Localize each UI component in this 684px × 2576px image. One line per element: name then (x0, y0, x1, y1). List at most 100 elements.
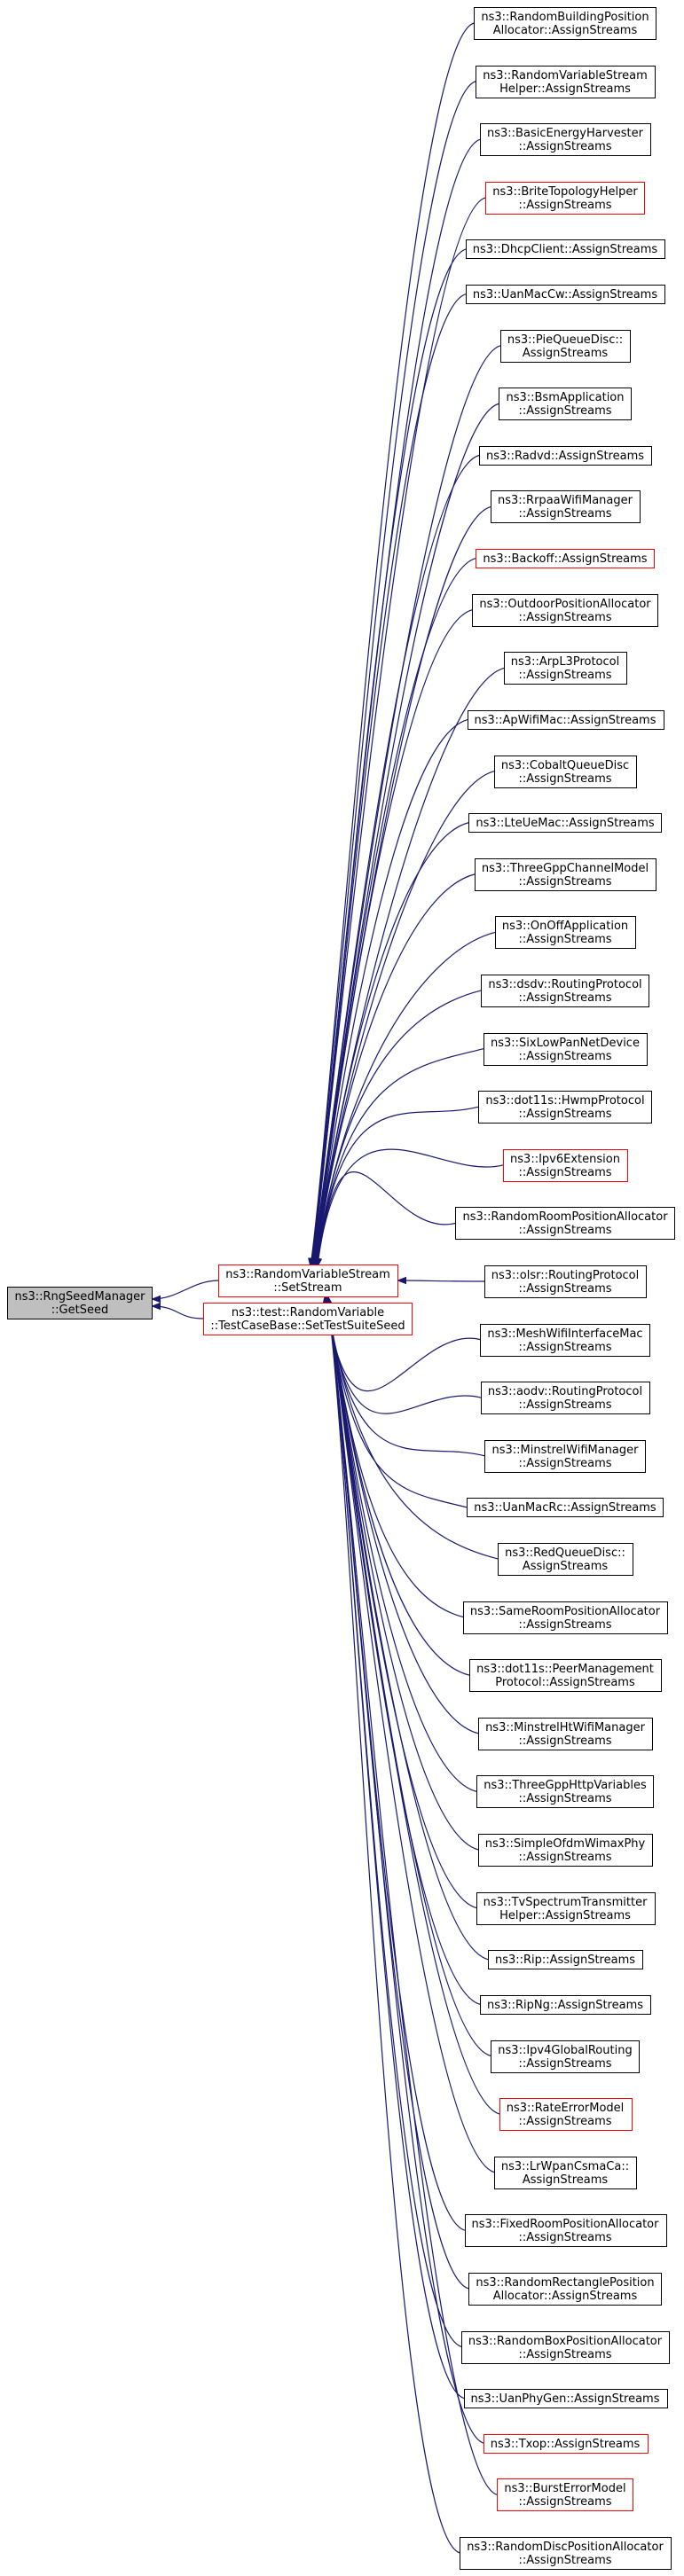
caller-node-ns3-meshwifiinterfacemac-assignstreams-box (480, 1324, 650, 1357)
caller-node-ns3-ipv6extension-assignstreams-box (503, 1149, 628, 1182)
caller-node-ns3-randomvariablestreamhelper-assignstreams-box (476, 66, 656, 98)
edge-caller-46-to-setstream-line (326, 1295, 460, 2554)
caller-node-ns3-simpleofdmwimaxphy-assignstreams[interactable]: ns3::SimpleOfdmWimaxPhy::AssignStreams (478, 1834, 653, 1867)
caller-node-ns3-ipv4globalrouting-assignstreams[interactable]: ns3::Ipv4GlobalRouting::AssignStreams (491, 2040, 640, 2073)
caller-node-ns3-lteuemac-assignstreams[interactable]: ns3::LteUeMac::AssignStreams (468, 813, 662, 833)
caller-node-ns3-britetopologyhelper-assignstreams-label-line: ::AssignStreams (518, 199, 611, 212)
caller-node-ns3-randomrectanglepositionallocator-assignstreams[interactable]: ns3::RandomRectanglePositionAllocator::A… (468, 2273, 662, 2306)
caller-node-ns3-redqueuedisc-assignstreams-box (498, 1543, 633, 1576)
node-settestsuite[interactable]: ns3::test::RandomVariable::TestCaseBase:… (203, 1303, 413, 1335)
caller-node-ns3-britetopologyhelper-assignstreams-label-line: ns3::BriteTopologyHelper (492, 185, 638, 199)
caller-node-ns3-bsmapplication-assignstreams[interactable]: ns3::BsmApplication::AssignStreams (499, 388, 632, 420)
edge-caller-34-to-setstream (324, 1294, 477, 1909)
caller-node-ns3-piequeuedisc-assignstreams-label-line: ns3::PieQueueDisc:: (507, 333, 623, 347)
caller-node-ns3-lrwpancsmaca-assignstreams[interactable]: ns3::LrWpanCsmaCa::AssignStreams (494, 2157, 637, 2189)
caller-node-ns3-minstrelwifimanager-assignstreams[interactable]: ns3::MinstrelWifiManager::AssignStreams (484, 1440, 646, 1473)
caller-node-ns3-dot11s-hwmpprotocol-assignstreams-label-line: ns3::dot11s::HwmpProtocol (485, 1094, 644, 1108)
caller-node-ns3-rateerrormodel-assignstreams-box (499, 2098, 633, 2131)
edge-caller-1-to-setstream (308, 81, 476, 1268)
caller-node-ns3-minstrelhtwifimanager-assignstreams[interactable]: ns3::MinstrelHtWifiManager::AssignStream… (478, 1718, 653, 1750)
caller-node-ns3-dsdv-routingprotocol-assignstreams-box (481, 975, 649, 1007)
caller-node-ns3-threegpphttpvariables-assignstreams[interactable]: ns3::ThreeGppHttpVariables::AssignStream… (476, 1775, 654, 1808)
caller-node-ns3-rip-assignstreams[interactable]: ns3::Rip::AssignStreams (488, 1950, 643, 1969)
caller-node-ns3-lteuemac-assignstreams-label-line: ns3::LteUeMac::AssignStreams (476, 817, 655, 830)
caller-node-ns3-redqueuedisc-assignstreams[interactable]: ns3::RedQueueDisc::AssignStreams (498, 1543, 633, 1576)
caller-node-ns3-outdoorpositionallocator-assignstreams-box (472, 594, 658, 627)
caller-node-ns3-threegppchannelmodel-assignstreams[interactable]: ns3::ThreeGppChannelModel::AssignStreams (475, 858, 656, 891)
caller-node-ns3-randombuildingpositionallocator-assignstreams[interactable]: ns3::RandomBuildingPositionAllocator::As… (474, 7, 656, 40)
caller-node-ns3-piequeuedisc-assignstreams[interactable]: ns3::PieQueueDisc::AssignStreams (500, 330, 631, 363)
caller-node-ns3-ripng-assignstreams[interactable]: ns3::RipNg::AssignStreams (480, 1995, 651, 2015)
caller-node-ns3-aodv-routingprotocol-assignstreams-label-line: ns3::aodv::RoutingProtocol (488, 1385, 642, 1398)
caller-node-ns3-uanmaccw-assignstreams[interactable]: ns3::UanMacCw::AssignStreams (466, 285, 665, 304)
node-setstream[interactable]: ns3::RandomVariableStream::SetStream (218, 1265, 398, 1297)
caller-node-ns3-randomroompositionallocator-assignstreams-label-line: ::AssignStreams (518, 1224, 611, 1237)
edge-middle-0-to-root-arrowhead (151, 1295, 161, 1304)
caller-node-ns3-rrpaawifimanager-assignstreams-label-line: ns3::RrpaaWifiManager (498, 494, 633, 507)
caller-node-ns3-dot11s-peermanagementprotocol-assignstreams[interactable]: ns3::dot11s::PeerManagementProtocol::Ass… (469, 1659, 662, 1692)
caller-node-ns3-randomboxpositionallocator-assignstreams[interactable]: ns3::RandomBoxPositionAllocator::AssignS… (461, 2331, 670, 2364)
caller-node-ns3-sameroompositionallocator-assignstreams-label-line: ::AssignStreams (518, 1618, 611, 1632)
caller-node-ns3-txop-assignstreams-label-line: ns3::Txop::AssignStreams (491, 2438, 641, 2451)
caller-node-ns3-ipv6extension-assignstreams[interactable]: ns3::Ipv6Extension::AssignStreams (503, 1149, 628, 1182)
caller-node-ns3-outdoorpositionallocator-assignstreams-label-line: ::AssignStreams (518, 611, 611, 624)
caller-node-ns3-cobaltqueuedisc-assignstreams[interactable]: ns3::CobaltQueueDisc::AssignStreams (494, 756, 637, 788)
caller-node-ns3-fixedroompositionallocator-assignstreams[interactable]: ns3::FixedRoomPositionAllocator::AssignS… (465, 2214, 667, 2247)
caller-node-ns3-basicenergyharvester-assignstreams[interactable]: ns3::BasicEnergyHarvester::AssignStreams (480, 123, 651, 156)
edge-caller-23-to-setstream-line (397, 1280, 485, 1282)
caller-node-ns3-dot11s-hwmpprotocol-assignstreams-box (478, 1091, 652, 1124)
caller-node-ns3-tvspectrumtransmitterhelper-assignstreams[interactable]: ns3::TvSpectrumTransmitterHelper::Assign… (476, 1892, 656, 1925)
caller-node-ns3-uanmacrc-assignstreams-label-line: ns3::UanMacRc::AssignStreams (474, 1501, 656, 1515)
caller-node-ns3-randomvariablestreamhelper-assignstreams[interactable]: ns3::RandomVariableStreamHelper::AssignS… (476, 66, 656, 98)
caller-node-ns3-bursterrormodel-assignstreams[interactable]: ns3::BurstErrorModel::AssignStreams (497, 2478, 633, 2511)
caller-node-ns3-uanphygen-assignstreams[interactable]: ns3::UanPhyGen::AssignStreams (464, 2389, 668, 2408)
edge-caller-43-to-setstream-line (326, 1295, 465, 2400)
caller-node-ns3-backoff-assignstreams[interactable]: ns3::Backoff::AssignStreams (476, 549, 655, 568)
caller-node-ns3-randomrectanglepositionallocator-assignstreams-label-line: ns3::RandomRectanglePosition (476, 2276, 654, 2290)
caller-node-ns3-dot11s-hwmpprotocol-assignstreams-label-line: ::AssignStreams (518, 1108, 611, 1121)
caller-node-ns3-dhcpclient-assignstreams[interactable]: ns3::DhcpClient::AssignStreams (466, 239, 665, 259)
edge-caller-28-to-setstream-line (326, 1295, 499, 1560)
caller-node-ns3-rateerrormodel-assignstreams[interactable]: ns3::RateErrorModel::AssignStreams (499, 2098, 633, 2131)
caller-node-ns3-arpl3protocol-assignstreams-box (504, 652, 627, 685)
caller-node-ns3-ipv6extension-assignstreams-label-line: ::AssignStreams (518, 1166, 611, 1179)
root-node-getseed[interactable]: ns3::RngSeedManager::GetSeed (7, 1287, 153, 1319)
caller-node-ns3-britetopologyhelper-assignstreams[interactable]: ns3::BriteTopologyHelper::AssignStreams (485, 182, 645, 215)
caller-node-ns3-sameroompositionallocator-assignstreams[interactable]: ns3::SameRoomPositionAllocator::AssignSt… (463, 1601, 668, 1634)
caller-node-ns3-uanmacrc-assignstreams[interactable]: ns3::UanMacRc::AssignStreams (467, 1498, 664, 1517)
node-settestsuite-label-line: ns3::test::RandomVariable (232, 1306, 384, 1319)
caller-node-ns3-apwifimac-assignstreams[interactable]: ns3::ApWifiMac::AssignStreams (468, 710, 664, 730)
caller-node-ns3-ipv4globalrouting-assignstreams-box (491, 2040, 640, 2073)
node-settestsuite-label-line: ::TestCaseBase::SetTestSuiteSeed (210, 1319, 405, 1333)
caller-node-ns3-aodv-routingprotocol-assignstreams[interactable]: ns3::aodv::RoutingProtocol::AssignStream… (481, 1382, 650, 1414)
caller-node-ns3-rrpaawifimanager-assignstreams[interactable]: ns3::RrpaaWifiManager::AssignStreams (491, 490, 641, 523)
edge-middle-0-to-root-line (152, 1280, 219, 1300)
edge-caller-1-to-setstream-line (310, 81, 476, 1267)
caller-node-ns3-threegppchannelmodel-assignstreams-label-line: ::AssignStreams (518, 875, 611, 889)
caller-node-ns3-dot11s-hwmpprotocol-assignstreams[interactable]: ns3::dot11s::HwmpProtocol::AssignStreams (478, 1091, 652, 1124)
caller-node-ns3-basicenergyharvester-assignstreams-box (480, 123, 651, 156)
caller-node-ns3-olsr-routingprotocol-assignstreams[interactable]: ns3::olsr::RoutingProtocol::AssignStream… (484, 1265, 647, 1298)
caller-node-ns3-randomrectanglepositionallocator-assignstreams-box (468, 2273, 662, 2306)
caller-node-ns3-randomdiscpositionallocator-assignstreams[interactable]: ns3::RandomDiscPositionAllocator::Assign… (460, 2537, 672, 2570)
caller-node-ns3-randomroompositionallocator-assignstreams[interactable]: ns3::RandomRoomPositionAllocator::Assign… (455, 1207, 675, 1240)
caller-node-ns3-arpl3protocol-assignstreams[interactable]: ns3::ArpL3Protocol::AssignStreams (504, 652, 627, 685)
edge-caller-15-to-setstream-line (314, 822, 469, 1267)
caller-node-ns3-radvd-assignstreams[interactable]: ns3::Radvd::AssignStreams (479, 446, 652, 466)
caller-node-ns3-bsmapplication-assignstreams-label-line: ::AssignStreams (518, 404, 611, 418)
caller-node-ns3-minstrelhtwifimanager-assignstreams-box (478, 1718, 653, 1750)
caller-node-ns3-txop-assignstreams[interactable]: ns3::Txop::AssignStreams (484, 2434, 649, 2454)
caller-node-ns3-sixlowpannetdevice-assignstreams[interactable]: ns3::SixLowPanNetDevice::AssignStreams (484, 1033, 648, 1066)
caller-node-ns3-dsdv-routingprotocol-assignstreams[interactable]: ns3::dsdv::RoutingProtocol::AssignStream… (481, 975, 649, 1007)
caller-node-ns3-randomdiscpositionallocator-assignstreams-box (460, 2537, 672, 2570)
caller-node-ns3-randomrectanglepositionallocator-assignstreams-label-line: Allocator::AssignStreams (493, 2290, 638, 2303)
caller-node-ns3-ipv6extension-assignstreams-label-line: ns3::Ipv6Extension (510, 1153, 620, 1166)
caller-node-ns3-outdoorpositionallocator-assignstreams[interactable]: ns3::OutdoorPositionAllocator::AssignStr… (472, 594, 658, 627)
caller-node-ns3-onoffapplication-assignstreams[interactable]: ns3::OnOffApplication::AssignStreams (495, 916, 636, 949)
caller-node-ns3-meshwifiinterfacemac-assignstreams[interactable]: ns3::MeshWifiInterfaceMac::AssignStreams (480, 1324, 650, 1357)
caller-node-ns3-randomroompositionallocator-assignstreams-label-line: ns3::RandomRoomPositionAllocator (462, 1210, 668, 1224)
caller-node-ns3-randomboxpositionallocator-assignstreams-box (461, 2331, 670, 2364)
node-setstream-label-line: ::SetStream (273, 1281, 342, 1295)
caller-node-ns3-olsr-routingprotocol-assignstreams-box (484, 1265, 647, 1298)
